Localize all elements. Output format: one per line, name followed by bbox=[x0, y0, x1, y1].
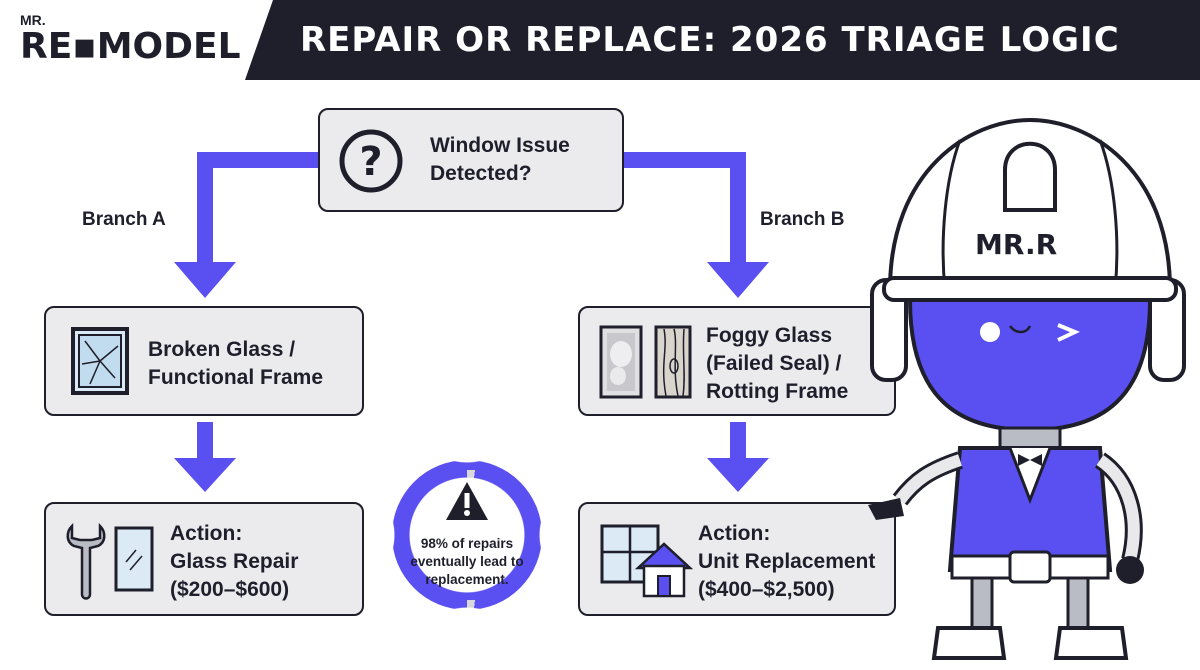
warning-line2: eventually lead to bbox=[410, 554, 524, 569]
branch-b-condition-line2: (Failed Seal) / bbox=[706, 352, 842, 375]
branch-a-action-line1: Action: bbox=[170, 522, 243, 545]
warning-text: 98% of repairs eventually lead to replac… bbox=[398, 535, 536, 589]
svg-text:?: ? bbox=[359, 139, 382, 185]
broken-window-icon bbox=[71, 327, 129, 395]
arrowhead-branch-b bbox=[707, 262, 769, 298]
branch-b-action-line3: ($400–$2,500) bbox=[698, 578, 835, 601]
branch-b-action-line2: Unit Replacement bbox=[698, 550, 876, 573]
branch-a-condition-line2: Functional Frame bbox=[148, 366, 324, 389]
warning-icon bbox=[446, 482, 488, 520]
branch-a-action-box: Action: Glass Repair ($200–$600) bbox=[44, 502, 364, 616]
branch-a-label: Branch A bbox=[82, 209, 166, 230]
root-question-box: ? Window Issue Detected? bbox=[318, 108, 624, 212]
branch-a-action-line3: ($200–$600) bbox=[170, 578, 290, 601]
foggy-glass-rotting-frame-icon bbox=[599, 325, 692, 399]
root-question-line1: Window Issue bbox=[430, 134, 570, 157]
branch-a-condition-box: Broken Glass / Functional Frame bbox=[44, 306, 364, 416]
arrowhead-b-action bbox=[707, 458, 769, 492]
wrench-window-icon bbox=[66, 522, 154, 600]
page-title: REPAIR OR REPLACE: 2026 TRIAGE LOGIC bbox=[300, 20, 1120, 60]
arrow-root-to-branch-a bbox=[197, 152, 318, 262]
logo-mr-text: MR. bbox=[20, 12, 46, 28]
branch-b-condition-line1: Foggy Glass bbox=[706, 324, 833, 347]
robot-mascot-icon bbox=[868, 117, 1186, 660]
arrow-root-to-branch-b bbox=[624, 152, 746, 262]
branch-b-label: Branch B bbox=[760, 209, 845, 230]
mascot-helmet-text: MR.R bbox=[975, 228, 1058, 261]
branch-b-action-line1: Action: bbox=[698, 522, 771, 545]
root-question-line2: Detected? bbox=[430, 162, 532, 185]
window-house-icon bbox=[600, 524, 694, 598]
branch-a-action-line2: Glass Repair bbox=[170, 550, 299, 573]
logo-main-text: RE▪MODEL bbox=[20, 26, 241, 67]
warning-line1: 98% of repairs bbox=[420, 536, 514, 551]
branch-b-condition-line3: Rotting Frame bbox=[706, 380, 849, 403]
branch-b-condition-box: Foggy Glass (Failed Seal) / Rotting Fram… bbox=[578, 306, 896, 416]
header-title-band bbox=[245, 0, 1200, 80]
branch-a-condition-line1: Broken Glass / bbox=[148, 338, 296, 361]
branch-b-action-box: Action: Unit Replacement ($400–$2,500) bbox=[578, 502, 896, 616]
arrowhead-branch-a bbox=[174, 262, 236, 298]
arrow-a-to-action-shaft bbox=[197, 422, 213, 460]
brand-logo: MR. RE▪MODEL bbox=[20, 12, 241, 72]
arrowhead-a-action bbox=[174, 458, 236, 492]
warning-line3: replacement. bbox=[425, 572, 509, 587]
arrow-b-to-action-shaft bbox=[730, 422, 746, 460]
question-icon: ? bbox=[339, 129, 403, 193]
